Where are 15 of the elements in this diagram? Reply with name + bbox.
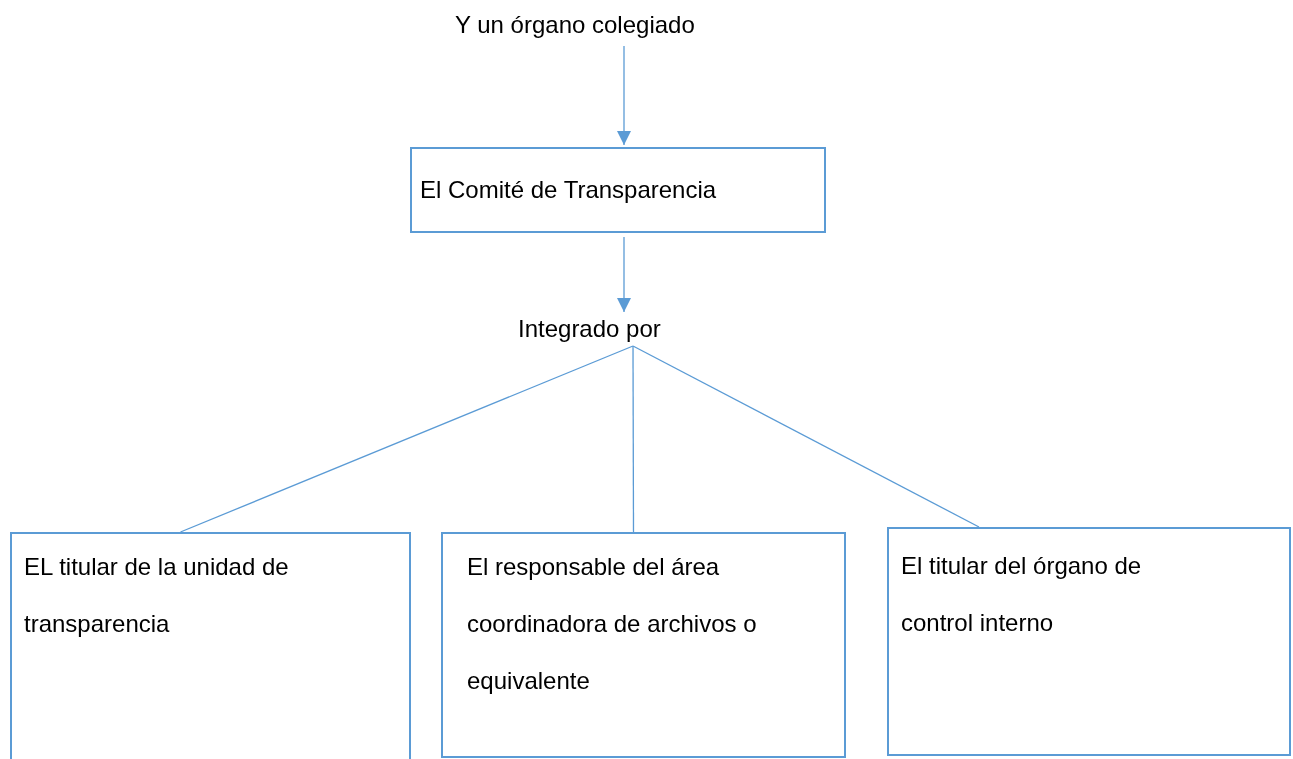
connector-line: [632, 345, 980, 528]
node-label: Integrado por: [518, 314, 661, 344]
text-box: [441, 532, 846, 758]
connector-line: [632, 345, 635, 533]
box-text: El Comité de Transparencia: [420, 175, 718, 205]
arrow: [617, 236, 631, 313]
node-label: Y un órgano colegiado: [455, 10, 695, 40]
box-text: EL titular de la unidad de transparencia: [24, 552, 290, 639]
connector-line: [179, 345, 634, 533]
text-box: [887, 527, 1291, 756]
box-text: El responsable del área coordinadora de archivos o equivalente: [467, 552, 758, 696]
text-box: [410, 147, 826, 233]
arrow: [617, 45, 631, 146]
box-text: El titular del órgano de control interno: [901, 551, 1143, 638]
text-box: [10, 532, 411, 759]
